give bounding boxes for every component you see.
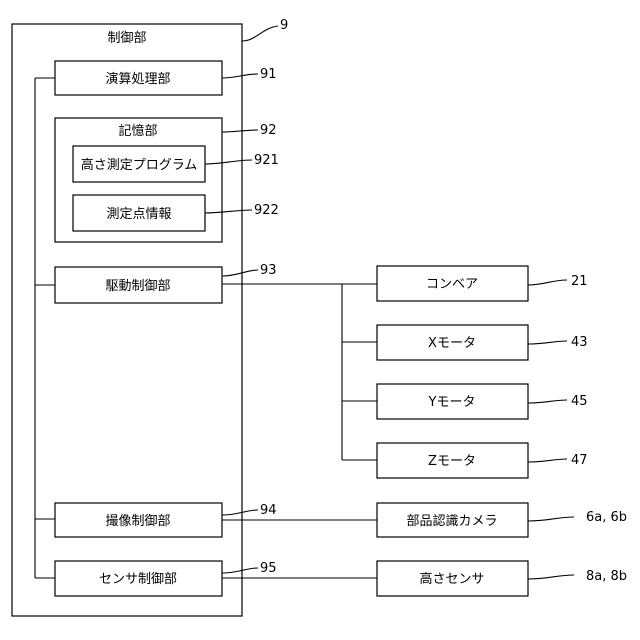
height-program-label: 高さ測定プログラム bbox=[81, 157, 198, 173]
point-info-label: 測定点情報 bbox=[106, 207, 171, 222]
conveyor-label: コンベア bbox=[426, 277, 478, 292]
control-unit-leader bbox=[242, 26, 278, 41]
control-unit-label: 制御部 bbox=[107, 31, 146, 46]
arithmetic-unit-ref: 91 bbox=[260, 67, 277, 82]
sensor-control-ref: 95 bbox=[260, 561, 277, 576]
x-motor-ref: 43 bbox=[571, 335, 588, 350]
drive-control-label: 駆動制御部 bbox=[105, 279, 170, 294]
y-motor-ref: 45 bbox=[571, 394, 588, 409]
conveyor-ref: 21 bbox=[571, 274, 588, 289]
z-motor-leader bbox=[528, 459, 567, 462]
height-program-ref: 921 bbox=[254, 153, 279, 168]
x-motor-leader bbox=[528, 341, 567, 344]
control-unit-ref: 9 bbox=[280, 18, 288, 33]
z-motor-ref: 47 bbox=[571, 453, 588, 468]
height-sensor-label: 高さセンサ bbox=[419, 571, 484, 587]
camera-leader bbox=[528, 517, 574, 521]
arithmetic-unit-label: 演算処理部 bbox=[105, 71, 170, 87]
drive-control-ref: 93 bbox=[260, 263, 277, 278]
memory-unit-label: 記憶部 bbox=[118, 123, 157, 139]
y-motor-label: Yモータ bbox=[428, 395, 476, 410]
imaging-control-ref: 94 bbox=[260, 503, 277, 518]
point-info-ref: 922 bbox=[254, 203, 279, 218]
conveyor-leader bbox=[528, 280, 567, 285]
memory-unit-ref: 92 bbox=[260, 123, 277, 138]
sensor-control-label: センサ制御部 bbox=[99, 572, 177, 587]
camera-label: 部品認識カメラ bbox=[406, 513, 497, 529]
camera-ref: 6a, 6b bbox=[586, 510, 627, 525]
imaging-control-label: 撮像制御部 bbox=[105, 513, 170, 529]
height-sensor-leader bbox=[528, 575, 574, 579]
height-sensor-ref: 8a, 8b bbox=[586, 569, 627, 584]
x-motor-label: Xモータ bbox=[428, 336, 476, 351]
z-motor-label: Zモータ bbox=[428, 454, 476, 469]
y-motor-leader bbox=[528, 400, 567, 403]
